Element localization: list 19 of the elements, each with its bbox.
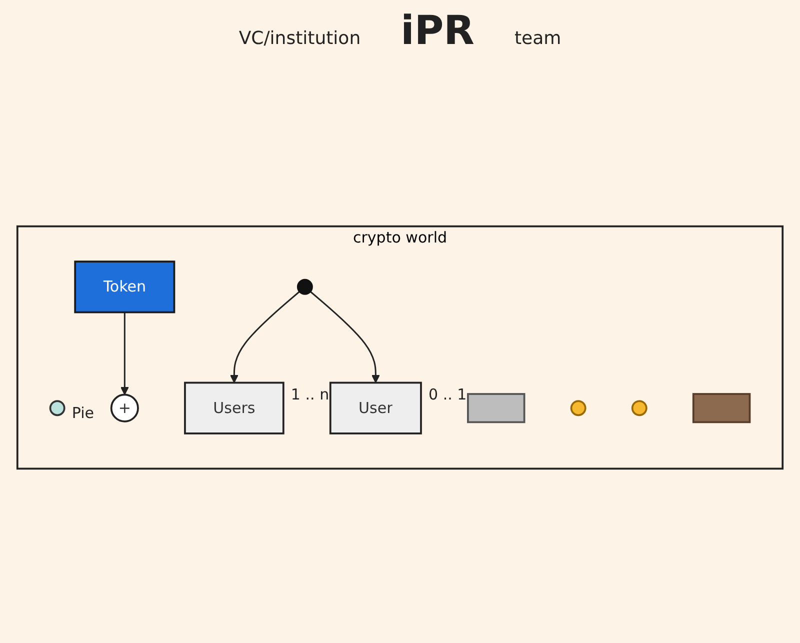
caption-text: 1 .. n: [290, 386, 330, 404]
arrow: [120, 312, 129, 396]
node-box: Users: [184, 382, 284, 434]
arrow: [310, 290, 380, 384]
node-circle: [570, 400, 586, 416]
node-box: [467, 393, 526, 424]
node-circle: +: [110, 394, 139, 422]
node-circle: [631, 400, 648, 416]
text-label: VC/institution: [238, 28, 361, 49]
node-circle: [49, 400, 66, 416]
node-box: [692, 393, 751, 424]
arrow: [230, 290, 300, 384]
text-label: team: [514, 28, 562, 49]
node-box: Token: [74, 260, 176, 314]
heading-text: iPR: [400, 8, 474, 54]
caption-text: 0 .. 1: [428, 386, 467, 404]
node-box: User: [329, 382, 422, 434]
caption-text: Pie: [72, 404, 94, 422]
node-circle: [296, 278, 313, 295]
